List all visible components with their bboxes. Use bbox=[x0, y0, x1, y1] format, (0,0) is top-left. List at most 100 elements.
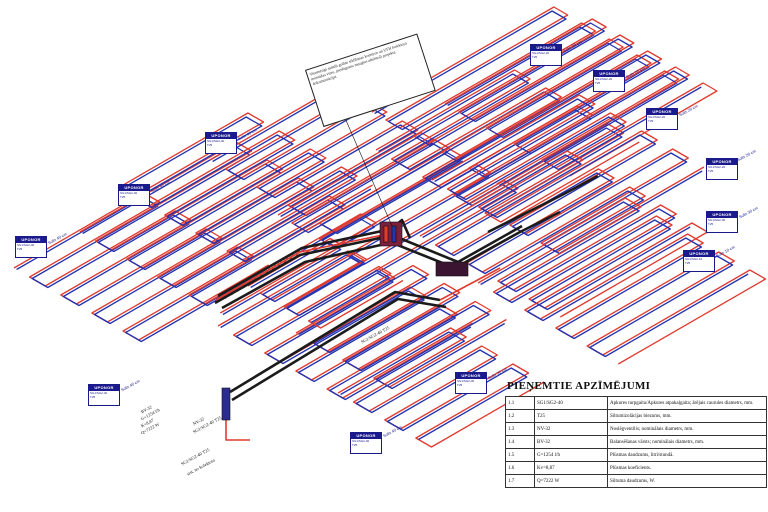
main-pipe bbox=[214, 210, 561, 305]
tag-line: T25 bbox=[120, 195, 126, 199]
tag-line: SG1/SG2-40 bbox=[120, 191, 138, 195]
brand-logo: UPONOR bbox=[119, 185, 149, 191]
tag-line: T25 bbox=[595, 81, 601, 85]
brand-logo: UPONOR bbox=[684, 251, 714, 257]
brand-logo: UPONOR bbox=[351, 433, 381, 439]
riser-pipe bbox=[215, 234, 384, 301]
main-pipe bbox=[221, 242, 386, 310]
return-loop bbox=[447, 22, 702, 171]
legend-code: SG1/SG2-40 bbox=[534, 396, 608, 410]
supply-loop bbox=[337, 327, 545, 448]
tag-line: T25 bbox=[648, 119, 654, 123]
legend-title: PIEŅEMTIE APZĪMĒJUMI bbox=[507, 380, 651, 392]
manifold bbox=[435, 261, 469, 277]
legend-code: T25 bbox=[534, 409, 608, 423]
distribution-mains bbox=[214, 117, 599, 441]
tag-line: T25 bbox=[685, 261, 691, 265]
legend-desc: Apkures turpgaita/Apkures atpakaļgaita; … bbox=[607, 396, 767, 410]
legend-desc: Plūsmas daudzums, litri/stundā. bbox=[607, 448, 767, 462]
return-loop bbox=[280, 135, 517, 274]
legend-code: G=1254 l/h bbox=[534, 448, 608, 462]
legend-desc: Plūsmas koeficients. bbox=[607, 461, 767, 475]
riser-stack bbox=[221, 387, 231, 421]
tag-line: T25 bbox=[207, 143, 213, 147]
brand-logo: UPONOR bbox=[16, 237, 46, 243]
legend-num: 1.5 bbox=[505, 448, 535, 462]
legend-num: 1.4 bbox=[505, 435, 535, 449]
tag-line: SG1/SG2-30 bbox=[457, 379, 475, 383]
tag-line: SG1/SG2-40 bbox=[207, 139, 225, 143]
tag-line: SG1/SG2-40 bbox=[90, 391, 108, 395]
legend-num: 1.1 bbox=[505, 396, 535, 410]
return-loop bbox=[16, 196, 268, 343]
manifold-return-bar bbox=[391, 225, 397, 243]
tag-line: T25 bbox=[352, 443, 358, 447]
main-pipe bbox=[231, 297, 447, 402]
legend-code: Kv=8,87 bbox=[534, 461, 608, 475]
tag-line: T25 bbox=[90, 395, 96, 399]
supply-loop bbox=[117, 112, 373, 261]
supply-loop bbox=[431, 94, 705, 253]
tag-line: SG1/SG2-40 bbox=[352, 439, 370, 443]
tag-line: T25 bbox=[708, 222, 714, 226]
tag-line: T25 bbox=[17, 247, 23, 251]
legend-desc: Siltuma daudzums, W. bbox=[607, 474, 767, 488]
tag-line: SG1/SG2-20 bbox=[595, 77, 613, 81]
leader-line bbox=[344, 117, 393, 227]
legend-code: NV-32 bbox=[534, 422, 608, 436]
return-loop bbox=[120, 116, 372, 263]
tag-line: T25 bbox=[532, 55, 538, 59]
legend-num: 1.7 bbox=[505, 474, 535, 488]
legend-num: 1.6 bbox=[505, 461, 535, 475]
return-loop bbox=[434, 98, 703, 255]
return-loop bbox=[374, 10, 678, 187]
brand-logo: UPONOR bbox=[647, 109, 677, 115]
supply-loop bbox=[247, 237, 404, 329]
tag-line: SG1/SG2-40 bbox=[17, 243, 35, 247]
legend-code: BV-32 bbox=[534, 435, 608, 449]
supply-loop bbox=[295, 264, 507, 388]
return-loop bbox=[422, 154, 691, 311]
return-loop bbox=[220, 254, 472, 401]
tag-line: T25 bbox=[708, 169, 714, 173]
legend-desc: Balansēšanas vārsts; nominālais diametrs… bbox=[607, 435, 767, 449]
supply-loop bbox=[13, 192, 269, 341]
legend-desc: Noslēgventilis; nominālais diametrs, mm. bbox=[607, 422, 767, 436]
return-loop bbox=[298, 268, 506, 390]
legend-num: 1.3 bbox=[505, 422, 535, 436]
heating-loops bbox=[13, 6, 767, 448]
brand-logo: UPONOR bbox=[206, 133, 236, 139]
tag-line: T25 bbox=[457, 383, 463, 387]
brand-logo: UPONOR bbox=[594, 71, 624, 77]
manifold-supply-bar bbox=[383, 225, 389, 243]
tag-line: SG1/SG2-20 bbox=[708, 165, 726, 169]
legend-desc: Siltumizolācijas biezums, mm. bbox=[607, 409, 767, 423]
brand-logo: UPONOR bbox=[89, 385, 119, 391]
main-pipe bbox=[229, 290, 441, 394]
tag-line: SG1/SG2-20 bbox=[532, 51, 550, 55]
legend-num: 1.2 bbox=[505, 409, 535, 423]
return-loop bbox=[82, 145, 376, 316]
return-loop bbox=[340, 331, 528, 441]
tag-line: SG1/SG2-10 bbox=[685, 257, 703, 261]
